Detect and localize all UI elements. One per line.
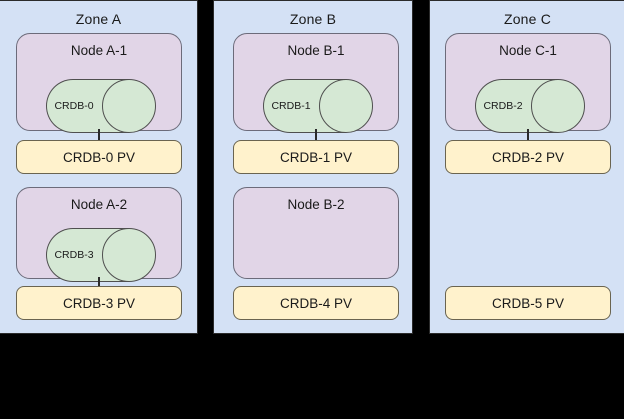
pv-crdb-2[interactable]: CRDB-2 PV [445, 140, 611, 174]
pv-crdb-5[interactable]: CRDB-5 PV [445, 286, 611, 320]
zone-a-title: Zone A [75, 11, 122, 27]
cylinder-cap [319, 79, 373, 133]
zone-b-title: Zone B [289, 11, 337, 27]
connector-crdb-3 [98, 277, 100, 287]
cylinder-cap [531, 79, 585, 133]
database-crdb-2-label: CRDB-2 [483, 100, 523, 112]
pv-crdb-0[interactable]: CRDB-0 PV [16, 140, 182, 174]
pv-crdb-1[interactable]: CRDB-1 PV [233, 140, 399, 174]
connector-crdb-2 [527, 129, 529, 141]
node-a-2-title: Node A-2 [70, 197, 128, 212]
cylinder-cap [102, 228, 156, 282]
pv-crdb-4[interactable]: CRDB-4 PV [233, 286, 399, 320]
zone-c-title: Zone C [503, 11, 552, 27]
node-a-1[interactable]: Node A-1 CRDB-0 [16, 33, 182, 133]
database-crdb-1[interactable]: CRDB-1 [263, 79, 373, 133]
pv-crdb-3[interactable]: CRDB-3 PV [16, 286, 182, 320]
database-crdb-2[interactable]: CRDB-2 [475, 79, 585, 133]
zone-b-container: Zone B Node B-1 CRDB-1 CRDB-1 PV Node B-… [213, 0, 413, 334]
node-b-2-title: Node B-2 [287, 197, 345, 212]
database-crdb-0-label: CRDB-0 [54, 100, 94, 112]
zone-a-container: Zone A Node A-1 CRDB-0 CRDB-0 PV Node A-… [0, 0, 198, 334]
node-b-1-title: Node B-1 [287, 43, 345, 58]
database-crdb-1-label: CRDB-1 [271, 100, 311, 112]
database-crdb-0[interactable]: CRDB-0 [46, 79, 156, 133]
zone-c-container: Zone C Node C-1 CRDB-2 CRDB-2 PV CRDB-5 … [429, 0, 624, 334]
connector-crdb-0 [98, 129, 100, 141]
cylinder-cap [102, 79, 156, 133]
node-c-1[interactable]: Node C-1 CRDB-2 [445, 33, 611, 133]
connector-crdb-1 [315, 129, 317, 141]
database-crdb-3[interactable]: CRDB-3 [46, 228, 156, 282]
node-c-1-title: Node C-1 [499, 43, 557, 58]
node-b-1[interactable]: Node B-1 CRDB-1 [233, 33, 399, 133]
node-a-2[interactable]: Node A-2 CRDB-3 [16, 187, 182, 282]
node-b-2[interactable]: Node B-2 [233, 187, 399, 279]
node-a-1-title: Node A-1 [70, 43, 128, 58]
database-crdb-3-label: CRDB-3 [54, 249, 94, 261]
